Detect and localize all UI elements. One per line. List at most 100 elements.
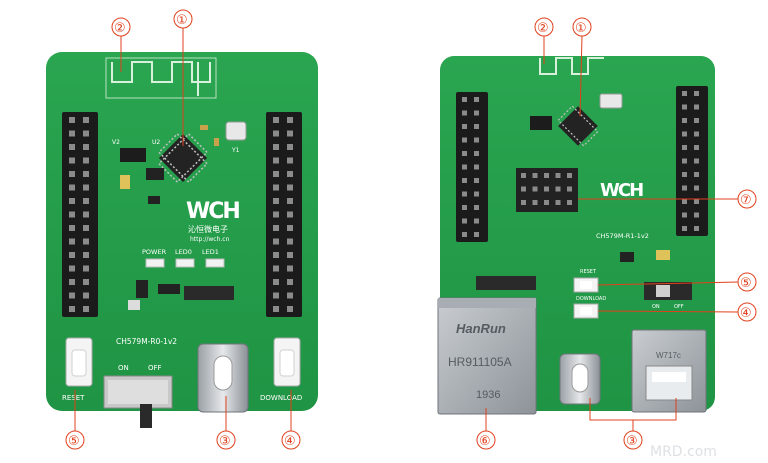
header-pin xyxy=(83,157,89,164)
header-pin xyxy=(462,164,467,170)
right-usb-c-port xyxy=(559,353,601,405)
header-pin xyxy=(273,306,279,312)
header-pin xyxy=(273,117,279,123)
header-pin xyxy=(69,292,75,299)
left-reset-button[interactable] xyxy=(65,337,93,387)
left-pcb xyxy=(46,52,318,411)
header-pin xyxy=(694,145,699,150)
header-pin xyxy=(682,226,687,231)
header-pin xyxy=(474,151,479,156)
header-pin xyxy=(273,144,279,150)
header-pin xyxy=(83,292,89,299)
header-pin xyxy=(462,178,467,183)
header-pin xyxy=(532,173,538,178)
right-download-button[interactable] xyxy=(573,303,599,319)
header-pin xyxy=(287,211,293,218)
header-pin xyxy=(462,137,467,143)
right-usb-a-port: W717c xyxy=(631,329,707,413)
left-led0-label: LED0 xyxy=(175,248,192,256)
header-pin xyxy=(287,198,293,204)
header-pin xyxy=(532,200,538,205)
header-pin xyxy=(69,265,75,272)
header-pin xyxy=(544,200,549,205)
header-pin xyxy=(273,252,279,258)
header-pin xyxy=(694,226,699,231)
right-reset-button[interactable] xyxy=(573,277,599,293)
right-switch-off: OFF xyxy=(674,304,684,310)
right-download-label: DOWNLOAD xyxy=(576,296,606,302)
left-label-u2: U2 xyxy=(152,139,160,146)
header-pin xyxy=(273,279,279,285)
header-pin xyxy=(287,252,293,258)
header-pin xyxy=(682,212,687,218)
header-pin xyxy=(69,171,75,177)
header-pin xyxy=(544,173,549,178)
header-pin xyxy=(462,151,467,156)
left-led-power-label: POWER xyxy=(142,248,167,256)
right-callout-2: ② xyxy=(537,21,549,36)
header-pin xyxy=(83,198,89,204)
header-pin xyxy=(694,91,699,96)
header-pin xyxy=(287,238,293,245)
header-pin xyxy=(69,279,75,285)
right-callout-7: ⑦ xyxy=(740,193,752,208)
header-pin xyxy=(474,232,479,237)
header-pin xyxy=(287,279,293,285)
header-pin xyxy=(555,173,561,178)
header-pin xyxy=(682,199,687,204)
header-pin xyxy=(69,117,75,123)
header-pin xyxy=(694,158,699,164)
left-usb-c-port xyxy=(197,343,249,413)
usb-a-label: W717c xyxy=(656,351,681,360)
header-pin xyxy=(694,172,699,177)
header-pin xyxy=(287,265,293,272)
header-pin xyxy=(83,144,89,150)
left-callout-5: ⑤ xyxy=(68,434,80,449)
header-pin xyxy=(287,184,293,191)
header-pin xyxy=(682,131,687,137)
header-pin xyxy=(567,173,572,178)
header-pin xyxy=(273,292,279,299)
left-download-button[interactable] xyxy=(273,337,301,387)
jack-brand: HanRun xyxy=(456,321,506,336)
header-pin xyxy=(69,211,75,218)
header-pin xyxy=(462,97,467,102)
header-pin xyxy=(83,265,89,272)
header-pin xyxy=(69,252,75,258)
left-led1-label: LED1 xyxy=(202,248,219,256)
left-download-label: DOWNLOAD xyxy=(260,394,302,402)
header-pin xyxy=(474,110,479,116)
callouts xyxy=(65,9,757,450)
header-pin xyxy=(273,198,279,204)
header-pin xyxy=(555,200,561,205)
right-callout-4: ④ xyxy=(740,306,752,321)
header-pin xyxy=(83,171,89,177)
header-pin xyxy=(521,200,526,205)
header-pin xyxy=(694,185,699,191)
header-pin xyxy=(83,252,89,258)
header-pin xyxy=(682,118,687,123)
right-power-switch[interactable] xyxy=(644,282,692,300)
header-pin xyxy=(462,205,467,210)
header-pin xyxy=(69,157,75,164)
header-pin xyxy=(682,158,687,164)
header-pin xyxy=(462,110,467,116)
header-pin xyxy=(83,211,89,218)
header-pin xyxy=(83,225,89,231)
right-antenna xyxy=(539,57,604,75)
right-board: WCH CH579M-R1-1v2 RESET DOWNLOAD ON OFF … xyxy=(437,56,715,415)
left-callout-2: ② xyxy=(114,21,126,36)
header-pin xyxy=(69,238,75,245)
right-callout-1: ① xyxy=(575,21,587,36)
left-power-switch[interactable] xyxy=(103,375,173,428)
left-board: U2 Y1 V2 WCH 沁恒微电子 http://wch.cn POWER L… xyxy=(46,52,318,428)
right-switch-on: ON xyxy=(652,304,660,310)
left-header-left xyxy=(62,112,98,317)
jack-code: 1936 xyxy=(476,389,500,401)
header-pin xyxy=(273,211,279,218)
header-pin xyxy=(532,186,538,192)
left-mcu-chip xyxy=(157,132,209,184)
header-pin xyxy=(474,178,479,183)
header-pin xyxy=(474,205,479,210)
